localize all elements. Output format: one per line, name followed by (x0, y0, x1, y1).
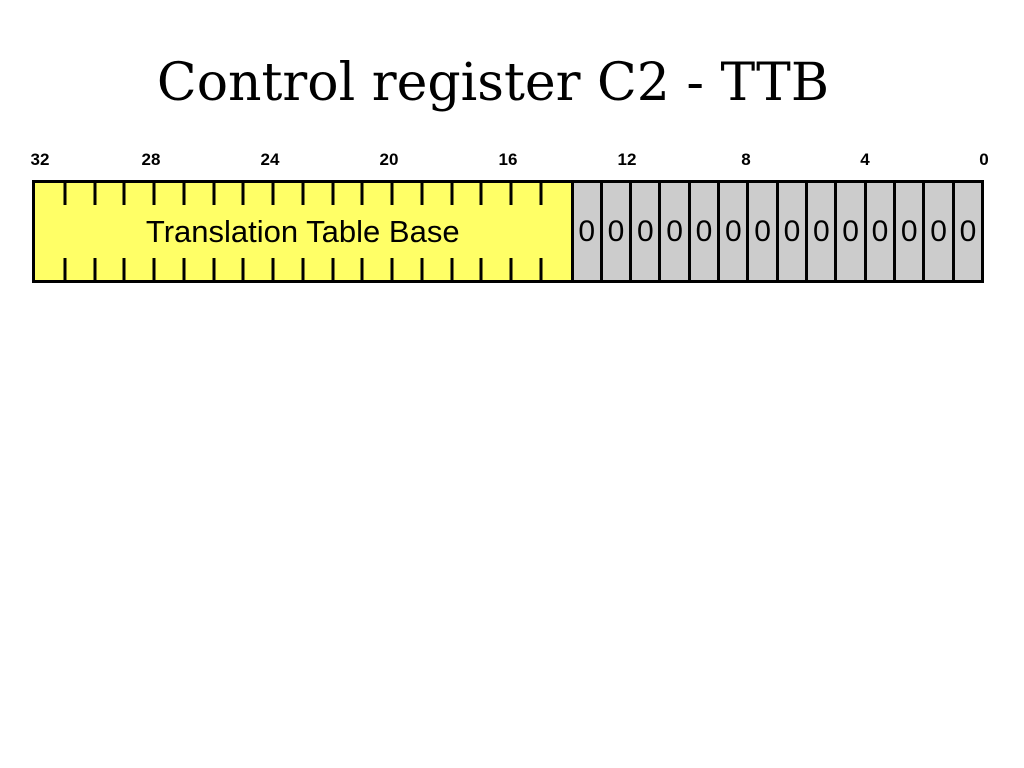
bit-tick-top (182, 183, 186, 205)
bit-tick-top (63, 183, 67, 205)
register-field-label: Translation Table Base (145, 213, 460, 249)
bit-tick-bottom (509, 258, 513, 280)
bit-ruler-label-20: 20 (379, 150, 399, 169)
reserved-bit-cell: 0 (717, 183, 747, 280)
bit-tick-bottom (182, 258, 186, 280)
page-title: Control register C2 - TTB (156, 53, 830, 113)
bit-ruler-label-8: 8 (741, 150, 751, 169)
bit-tick-bottom (301, 258, 305, 280)
bit-ruler-label-24: 24 (260, 150, 280, 169)
bit-tick-bottom (390, 258, 394, 280)
bit-tick-top (479, 183, 483, 205)
bit-tick-top (93, 183, 96, 205)
bit-ruler-label-32: 32 (30, 150, 50, 169)
bit-tick-top (420, 183, 424, 205)
bit-tick-bottom (539, 258, 543, 280)
bit-tick-bottom (360, 258, 364, 280)
bit-tick-top (390, 183, 394, 205)
reserved-bit-cell: 0 (746, 183, 776, 280)
reserved-bit-cell: 0 (687, 183, 718, 280)
bit-ruler-label-16: 16 (498, 150, 518, 169)
bit-tick-bottom (241, 258, 245, 280)
reserved-bit-cell: 0 (922, 183, 952, 280)
reserved-bit-cell: 0 (775, 183, 806, 280)
bit-tick-bottom (212, 258, 215, 280)
bit-tick-top (271, 183, 275, 205)
bit-tick-top (122, 183, 126, 205)
bit-ruler-label-28: 28 (141, 150, 161, 169)
reserved-bit-cell: 0 (893, 183, 923, 280)
reserved-bit-cell: 0 (834, 183, 864, 280)
bit-tick-top (331, 183, 334, 205)
bit-tick-bottom (331, 258, 334, 280)
bit-tick-bottom (420, 258, 424, 280)
bit-tick-bottom (93, 258, 96, 280)
bit-tick-top (301, 183, 305, 205)
bit-tick-top (152, 183, 156, 205)
bit-tick-bottom (152, 258, 156, 280)
reserved-bit-cell: 0 (570, 183, 600, 280)
reserved-bit-cell: 0 (658, 183, 688, 280)
bit-tick-bottom (271, 258, 275, 280)
bit-ruler-label-4: 4 (860, 150, 870, 169)
bit-tick-top (241, 183, 245, 205)
register-field-translation-table-base: Translation Table Base (35, 183, 571, 280)
reserved-bit-cell: 0 (951, 183, 982, 280)
bit-tick-bottom (122, 258, 126, 280)
reserved-bit-cell: 0 (629, 183, 659, 280)
reserved-bit-cell: 0 (599, 183, 630, 280)
bit-ruler: 32 28 24 20 16 12 8 4 0 (30, 150, 989, 174)
reserved-bit-cell: 0 (863, 183, 894, 280)
bit-tick-top (212, 183, 215, 205)
bit-tick-top (539, 183, 543, 205)
reserved-bit-cell: 0 (805, 183, 835, 280)
bit-tick-bottom (479, 258, 483, 280)
bit-tick-bottom (450, 258, 453, 280)
bit-ruler-label-12: 12 (617, 150, 637, 169)
bit-ruler-label-0: 0 (979, 150, 989, 169)
bit-tick-bottom (63, 258, 67, 280)
bit-tick-top (360, 183, 364, 205)
bit-tick-top (450, 183, 453, 205)
bit-tick-top (509, 183, 513, 205)
